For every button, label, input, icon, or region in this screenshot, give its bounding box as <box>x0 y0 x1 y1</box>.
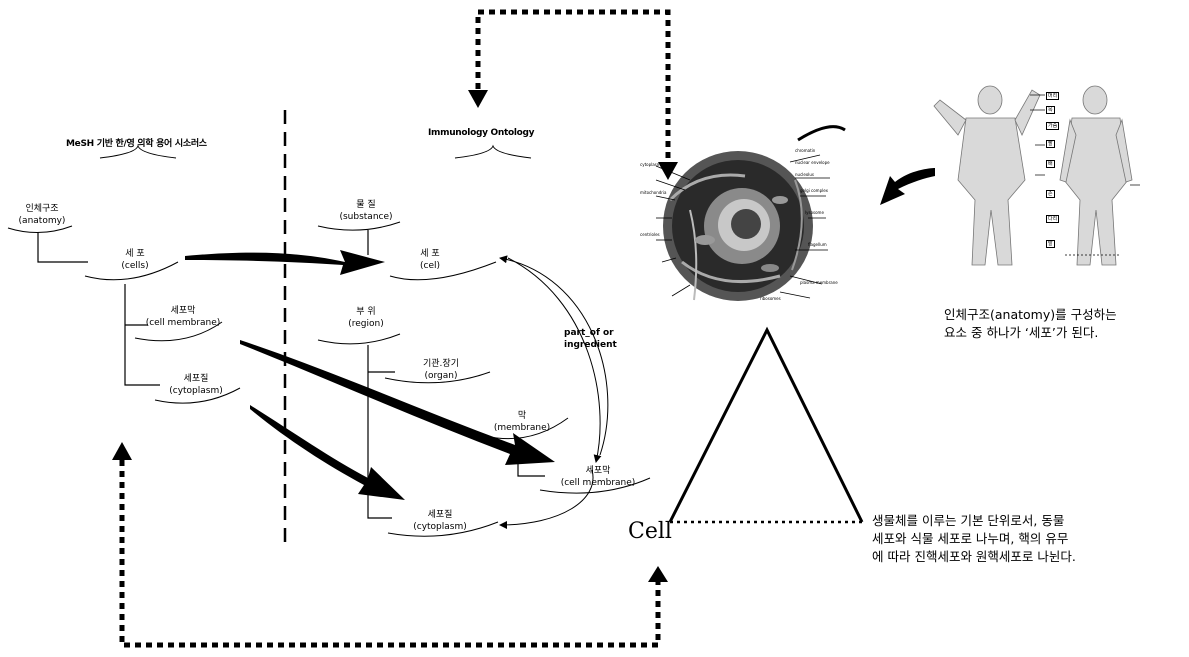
body-figure-label: 다리 <box>1046 215 1059 223</box>
node-membrane: 막(membrane) <box>486 410 558 434</box>
cell-figure-label: golgi complex <box>800 188 828 193</box>
anatomy-description: 인체구조(anatomy)를 구성하는 요소 중 하나가 ‘세포’가 된다. <box>944 306 1117 342</box>
node-onto-cytoplasm: 세포질(cytoplasm) <box>400 509 480 533</box>
cell-figure-label: lysosome <box>805 210 824 215</box>
cell-figure-label: plasma membrane <box>800 280 838 285</box>
bottom-right-arrowhead <box>648 566 668 582</box>
cell-description: 생물체를 이루는 기본 단위로서, 동물 세포와 식물 세포로 나누며, 핵의 … <box>872 512 1076 566</box>
cell-figure-label: centrioles <box>640 232 660 237</box>
mesh-header: MeSH 기반 한/영 의학 용어 시소러스 <box>66 136 207 149</box>
triangle-sides <box>670 330 862 522</box>
body-figure-label: 목 <box>1046 106 1055 114</box>
body-to-cell-arrow <box>880 168 935 205</box>
node-substance: 물 질(substance) <box>328 199 404 223</box>
ontology-header: Immunology Ontology <box>428 128 534 138</box>
cell-figure-label: mitochondria <box>640 190 667 195</box>
body-figure-label: 손 <box>1046 190 1055 198</box>
cell-figure-label: nucleolus <box>795 172 814 177</box>
node-region: 부 위(region) <box>330 306 402 330</box>
node-onto-cell-membrane: 세포막(cell membrane) <box>550 465 646 489</box>
cell-figure-label: nuclear envelope <box>795 160 830 165</box>
right-header-brace <box>455 146 531 158</box>
cell-figure-label: flagellum <box>808 242 827 247</box>
body-figure-label: 배 <box>1046 160 1055 168</box>
top-left-arrowhead <box>468 90 488 108</box>
node-organ: 기관.장기(organ) <box>402 358 480 382</box>
cell-figure-label: chromatin <box>795 148 815 153</box>
mapping-arrows <box>185 250 555 500</box>
node-anatomy: 인체구조(anatomy) <box>4 203 80 227</box>
body-figure-label: 가슴 <box>1046 122 1059 130</box>
cell-figure-label: cytoplasm <box>640 162 661 167</box>
cell-label: Cell <box>628 519 672 544</box>
relation-label: part_of or ingredient <box>564 327 617 351</box>
node-cell: 세 포(cel) <box>400 248 460 272</box>
body-figure-label: 팔 <box>1046 140 1055 148</box>
body-figure-label: 발 <box>1046 240 1055 248</box>
body-figure <box>934 86 1132 265</box>
cell-figure-label: ribosomes <box>760 296 781 301</box>
node-cell-membrane: 세포막(cell membrane) <box>140 305 226 329</box>
body-figure-label: 머리 <box>1046 92 1059 100</box>
node-cells: 세 포(cells) <box>100 248 170 272</box>
bottom-left-arrowhead <box>112 442 132 460</box>
node-cytoplasm: 세포질(cytoplasm) <box>160 373 232 397</box>
top-dotted-connector <box>468 12 678 180</box>
